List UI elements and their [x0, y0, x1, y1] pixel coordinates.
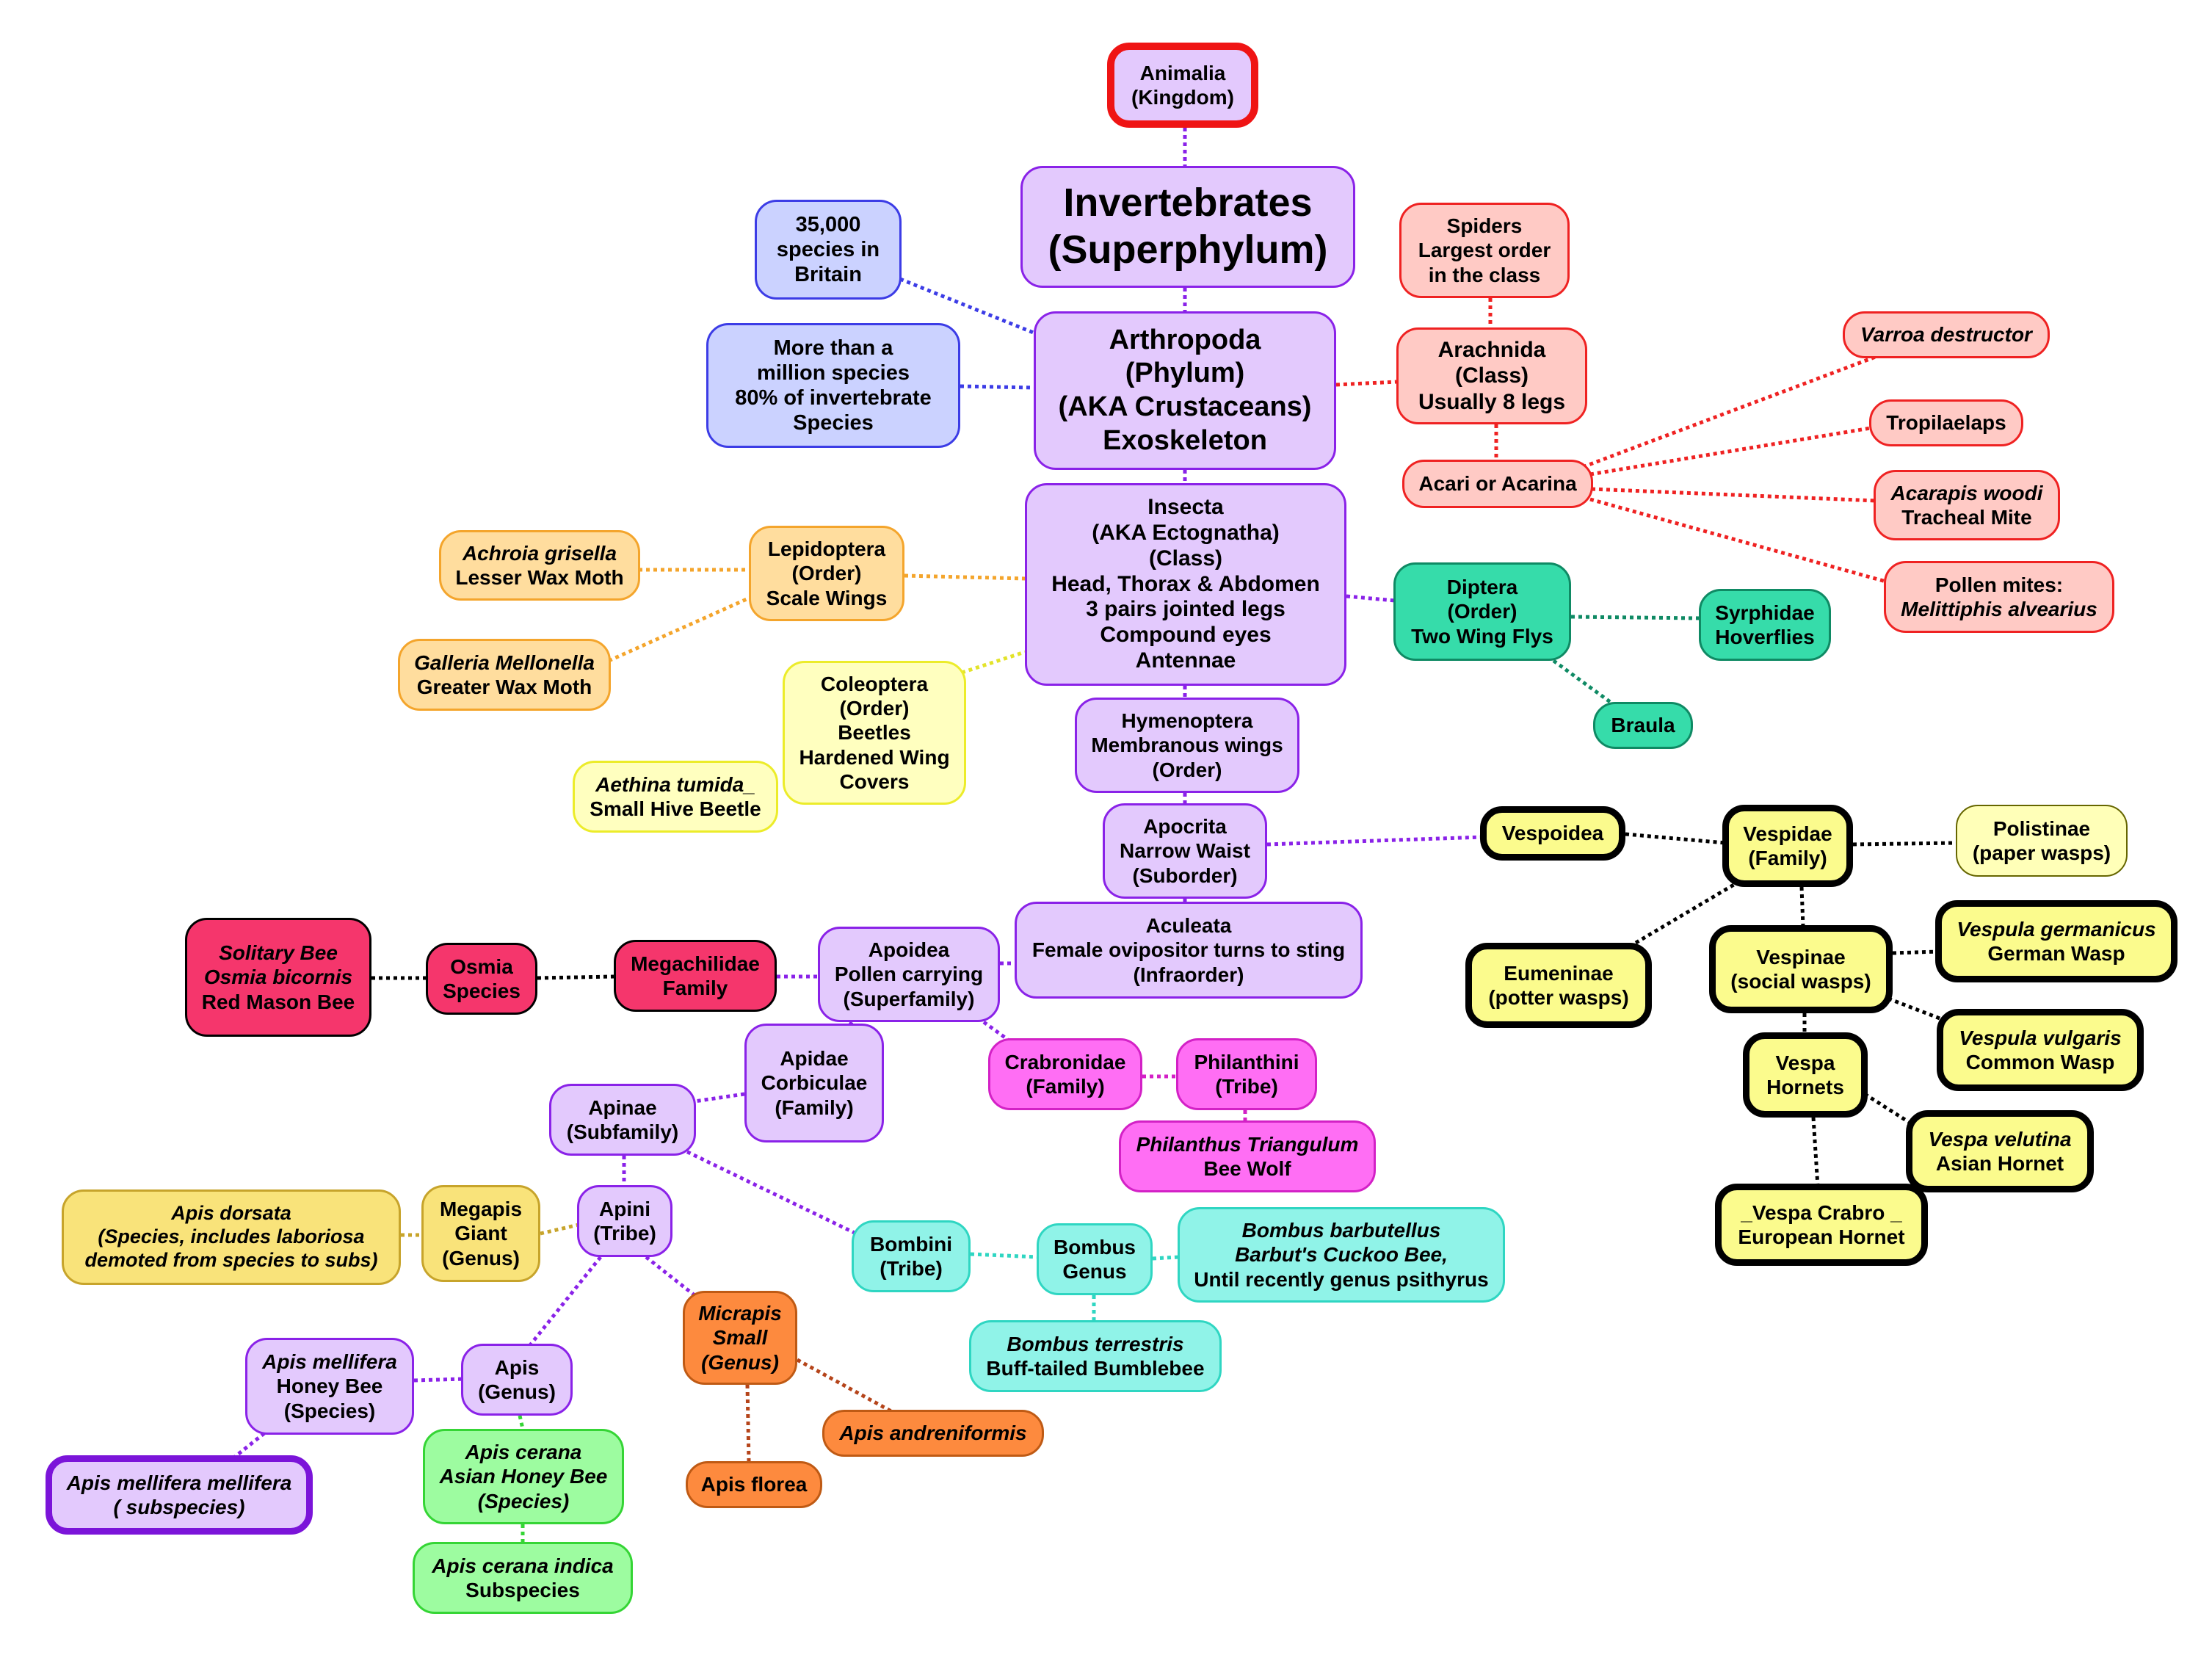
- node-lepidoptera[interactable]: Lepidoptera(Order)Scale Wings: [749, 526, 904, 621]
- node-tropilaelaps[interactable]: Tropilaelaps: [1869, 399, 2023, 446]
- connector-line-16: [1346, 594, 1396, 603]
- connector-line-22: [1266, 835, 1484, 847]
- node-crabronidae[interactable]: Crabronidae(Family): [988, 1038, 1142, 1110]
- node-insecta[interactable]: Insecta(AKA Ectognatha)(Class)Head, Thor…: [1025, 483, 1346, 686]
- connector-line-4: [960, 384, 1034, 390]
- connector-line-27: [1892, 949, 1939, 955]
- connector-line-18: [1546, 654, 1614, 706]
- connector-line-50: [796, 1358, 893, 1413]
- connector-line-40: [694, 1092, 745, 1104]
- connector-line-3: [899, 277, 1043, 338]
- connector-line-5: [1335, 380, 1397, 387]
- node-vespidae[interactable]: Vespidae(Family): [1722, 805, 1853, 887]
- connector-line-26: [1799, 886, 1805, 927]
- node-invertebrates[interactable]: Invertebrates(Superphylum): [1020, 166, 1355, 288]
- node-apini[interactable]: Apini(Tribe): [577, 1185, 672, 1257]
- connector-line-42: [672, 1143, 857, 1236]
- connector-line-54: [518, 1415, 525, 1430]
- connector-line-8: [1582, 353, 1880, 469]
- connector-line-12: [904, 573, 1026, 581]
- node-acari[interactable]: Acari or Acarina: [1402, 460, 1593, 508]
- connector-line-46: [1152, 1255, 1180, 1261]
- connector-line-11: [1589, 497, 1892, 585]
- node-arthropoda[interactable]: Arthropoda(Phylum)(AKA Crustaceans)Exosk…: [1034, 311, 1336, 470]
- node-braula[interactable]: Braula: [1593, 702, 1693, 749]
- node-vespa-crabro[interactable]: _Vespa Crabro _European Hornet: [1715, 1184, 1928, 1266]
- connector-line-34: [537, 974, 614, 980]
- node-apis-dorsata[interactable]: Apis dorsata(Species, includes laboriosa…: [62, 1189, 401, 1285]
- node-vespoidea[interactable]: Vespoidea: [1480, 806, 1625, 861]
- connector-line-49: [529, 1256, 602, 1347]
- node-varroa[interactable]: Varroa destructor: [1843, 311, 2050, 358]
- node-bombini[interactable]: Bombini(Tribe): [852, 1220, 971, 1292]
- connector-line-31: [1811, 1117, 1820, 1187]
- connector-line-24: [1852, 841, 1957, 847]
- node-philanthini[interactable]: Philanthini(Tribe): [1176, 1038, 1317, 1110]
- node-apis-genus[interactable]: Apis(Genus): [461, 1344, 573, 1416]
- connector-line-43: [540, 1223, 579, 1236]
- node-eumeninae[interactable]: Eumeninae(potter wasps): [1465, 943, 1652, 1028]
- node-pollen-mites[interactable]: Pollen mites:Melittiphis alvearius: [1884, 561, 2114, 633]
- node-arachnida[interactable]: Arachnida(Class)Usually 8 legs: [1396, 327, 1587, 424]
- connector-line-10: [1591, 487, 1877, 503]
- connector-line-45: [970, 1252, 1039, 1259]
- node-apis-mellifera-mellifera[interactable]: Apis mellifera mellifera( subspecies): [46, 1455, 313, 1535]
- connector-line-23: [1625, 832, 1726, 845]
- node-animalia[interactable]: Animalia(Kingdom): [1107, 43, 1258, 128]
- connector-line-14: [601, 594, 755, 666]
- connector-line-48: [645, 1256, 696, 1297]
- node-aethina-tumida[interactable]: Aethina tumida_Small Hive Beetle: [573, 761, 778, 833]
- node-apis-florea[interactable]: Apis florea: [686, 1461, 822, 1508]
- connector-line-53: [233, 1432, 266, 1458]
- connector-line-52: [413, 1377, 465, 1383]
- connector-line-15: [961, 650, 1026, 675]
- connector-line-51: [745, 1384, 751, 1462]
- node-apinae[interactable]: Apinae(Subfamily): [549, 1084, 696, 1156]
- connector-line-17: [1570, 615, 1701, 620]
- node-diptera[interactable]: Diptera(Order)Two Wing Flys: [1393, 562, 1571, 661]
- connector-line-30: [1863, 1092, 1915, 1127]
- node-apis-andreniformis[interactable]: Apis andreniformis: [822, 1410, 1044, 1457]
- node-vespinae[interactable]: Vespinae(social wasps): [1709, 925, 1893, 1013]
- connector-line-9: [1589, 425, 1876, 477]
- connector-line-28: [1888, 996, 1946, 1023]
- node-polistinae[interactable]: Polistinae(paper wasps): [1956, 805, 2128, 877]
